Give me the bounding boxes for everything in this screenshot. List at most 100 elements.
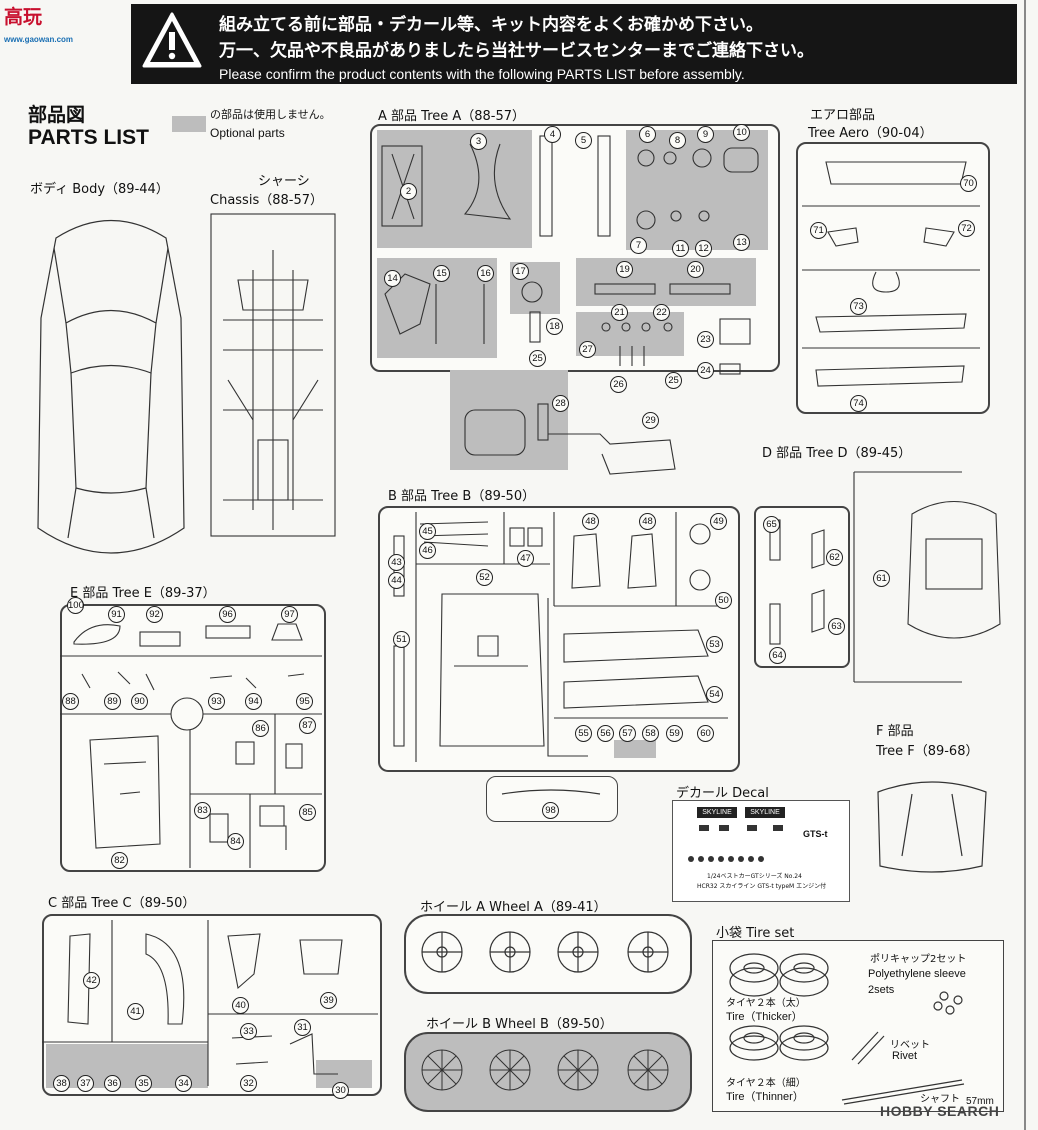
chassis-drawing xyxy=(210,213,336,537)
part-number: 63 xyxy=(828,618,845,635)
hobby-search-watermark: HOBBY SEARCH xyxy=(880,1103,1000,1119)
part-number: 50 xyxy=(715,592,732,609)
part-number: 97 xyxy=(281,606,298,623)
part-number: 65 xyxy=(763,516,780,533)
part-number: 20 xyxy=(687,261,704,278)
part-number: 48 xyxy=(639,513,656,530)
banner-line-2: 万一、欠品や不良品がありましたら当社サービスセンターまでご連絡下さい。 xyxy=(219,41,814,61)
wheel-a-drawing xyxy=(421,931,669,973)
part-number: 15 xyxy=(433,265,450,282)
watermark-url: www.gaowan.com xyxy=(4,35,74,44)
part-number: 84 xyxy=(227,833,244,850)
part-number: 90 xyxy=(131,693,148,710)
tree-e-frame xyxy=(60,604,326,872)
part-number: 42 xyxy=(83,972,100,989)
part-number: 62 xyxy=(826,549,843,566)
wheel-b-drawing xyxy=(421,1049,669,1091)
optional-swatch xyxy=(172,116,206,132)
part-number: 53 xyxy=(706,636,723,653)
part-number: 57 xyxy=(619,725,636,742)
tree-b-optional-area xyxy=(614,740,656,758)
part-number: 70 xyxy=(960,175,977,192)
part-number: 85 xyxy=(299,804,316,821)
part-number: 52 xyxy=(476,569,493,586)
decal-brand-2: SKYLINE xyxy=(745,807,785,818)
tree-f-hood-drawing xyxy=(877,781,987,873)
part-number: 22 xyxy=(653,304,670,321)
part-number: 95 xyxy=(296,693,313,710)
part-number: 88 xyxy=(62,693,79,710)
part-number: 91 xyxy=(108,606,125,623)
optional-note-en: Optional parts xyxy=(210,126,285,140)
part-number: 6 xyxy=(639,126,656,143)
part-number: 100 xyxy=(67,597,84,614)
shaft-length: 57mm xyxy=(966,1096,994,1107)
part-number: 34 xyxy=(175,1075,192,1092)
part-number: 98 xyxy=(542,802,559,819)
tree-f-title: Tree F（89-68） xyxy=(876,744,979,759)
part-number: 45 xyxy=(419,523,436,540)
tire-thin-label-jp: タイヤ２本（細） xyxy=(726,1078,806,1089)
warning-banner: 組み立てる前に部品・デカール等、キット内容をよくお確かめ下さい。 万一、欠品や不… xyxy=(131,4,1017,84)
tree-f-title-jp: F 部品 xyxy=(876,724,914,739)
part-number: 28 xyxy=(552,395,569,412)
part-number: 25 xyxy=(665,372,682,389)
watermark-text: 高玩 xyxy=(4,6,43,28)
part-number: 58 xyxy=(642,725,659,742)
decal-sheet: SKYLINE SKYLINE GTS-t 1/24ベストカーGTシリーズ No… xyxy=(672,800,850,902)
wheel-a-title: ホイール A Wheel A（89-41） xyxy=(420,900,607,915)
part-number: 13 xyxy=(733,234,750,251)
part-number: 92 xyxy=(146,606,163,623)
part-number: 5 xyxy=(575,132,592,149)
banner-line-3: Please confirm the product contents with… xyxy=(219,66,745,82)
tire-set-drawing xyxy=(729,953,965,1105)
part-98-drawing xyxy=(501,789,601,795)
part-number: 82 xyxy=(111,852,128,869)
part-number: 83 xyxy=(194,802,211,819)
tire-set-title: 小袋 Tire set xyxy=(716,926,795,941)
decal-logo: GTS-t xyxy=(803,829,828,839)
part-number: 74 xyxy=(850,395,867,412)
part-number: 56 xyxy=(597,725,614,742)
tire-thin-label-en: Tire（Thinner） xyxy=(726,1091,804,1103)
watermark-logo: 高玩 www.gaowan.com xyxy=(4,2,73,47)
part-number: 7 xyxy=(630,237,647,254)
decal-title: デカール Decal xyxy=(676,786,769,801)
optional-note-jp: の部品は使用しません。 xyxy=(210,108,331,121)
part-number: 21 xyxy=(611,304,628,321)
part-number: 37 xyxy=(77,1075,94,1092)
tree-e-parts-drawing xyxy=(60,623,322,868)
wheel-b-title: ホイール B Wheel B（89-50） xyxy=(426,1017,613,1032)
part-number: 54 xyxy=(706,686,723,703)
part-number: 48 xyxy=(582,513,599,530)
banner-line-1: 組み立てる前に部品・デカール等、キット内容をよくお確かめ下さい。 xyxy=(219,15,763,35)
part-number: 36 xyxy=(104,1075,121,1092)
part-number: 19 xyxy=(616,261,633,278)
tree-a-parts-drawing xyxy=(381,135,759,475)
body-title: ボディ Body（89-44） xyxy=(30,182,169,197)
part-number: 43 xyxy=(388,554,405,571)
tree-aero-parts-drawing xyxy=(802,161,980,387)
part-number: 9 xyxy=(697,126,714,143)
tree-b-title: B 部品 Tree B（89-50） xyxy=(388,489,536,504)
part-number: 89 xyxy=(104,693,121,710)
shaft-label-jp: シャフト xyxy=(920,1094,960,1105)
part-number: 8 xyxy=(669,132,686,149)
tree-aero-title: Tree Aero（90-04） xyxy=(808,126,933,141)
part-number: 59 xyxy=(666,725,683,742)
part-number: 60 xyxy=(697,725,714,742)
chassis-title-jp: シャーシ xyxy=(258,174,310,189)
part-number: 31 xyxy=(294,1019,311,1036)
part-number: 29 xyxy=(642,412,659,429)
part-number: 32 xyxy=(240,1075,257,1092)
page-edge xyxy=(1024,0,1026,1130)
part-number: 33 xyxy=(240,1023,257,1040)
part-number: 96 xyxy=(219,606,236,623)
part-number: 2 xyxy=(400,183,417,200)
part-number: 49 xyxy=(710,513,727,530)
tree-d-title: D 部品 Tree D（89-45） xyxy=(762,446,912,461)
tree-c-title: C 部品 Tree C（89-50） xyxy=(48,896,196,911)
part-number: 55 xyxy=(575,725,592,742)
part-number: 10 xyxy=(733,124,750,141)
tree-aero-title-jp: エアロ部品 xyxy=(810,108,876,123)
